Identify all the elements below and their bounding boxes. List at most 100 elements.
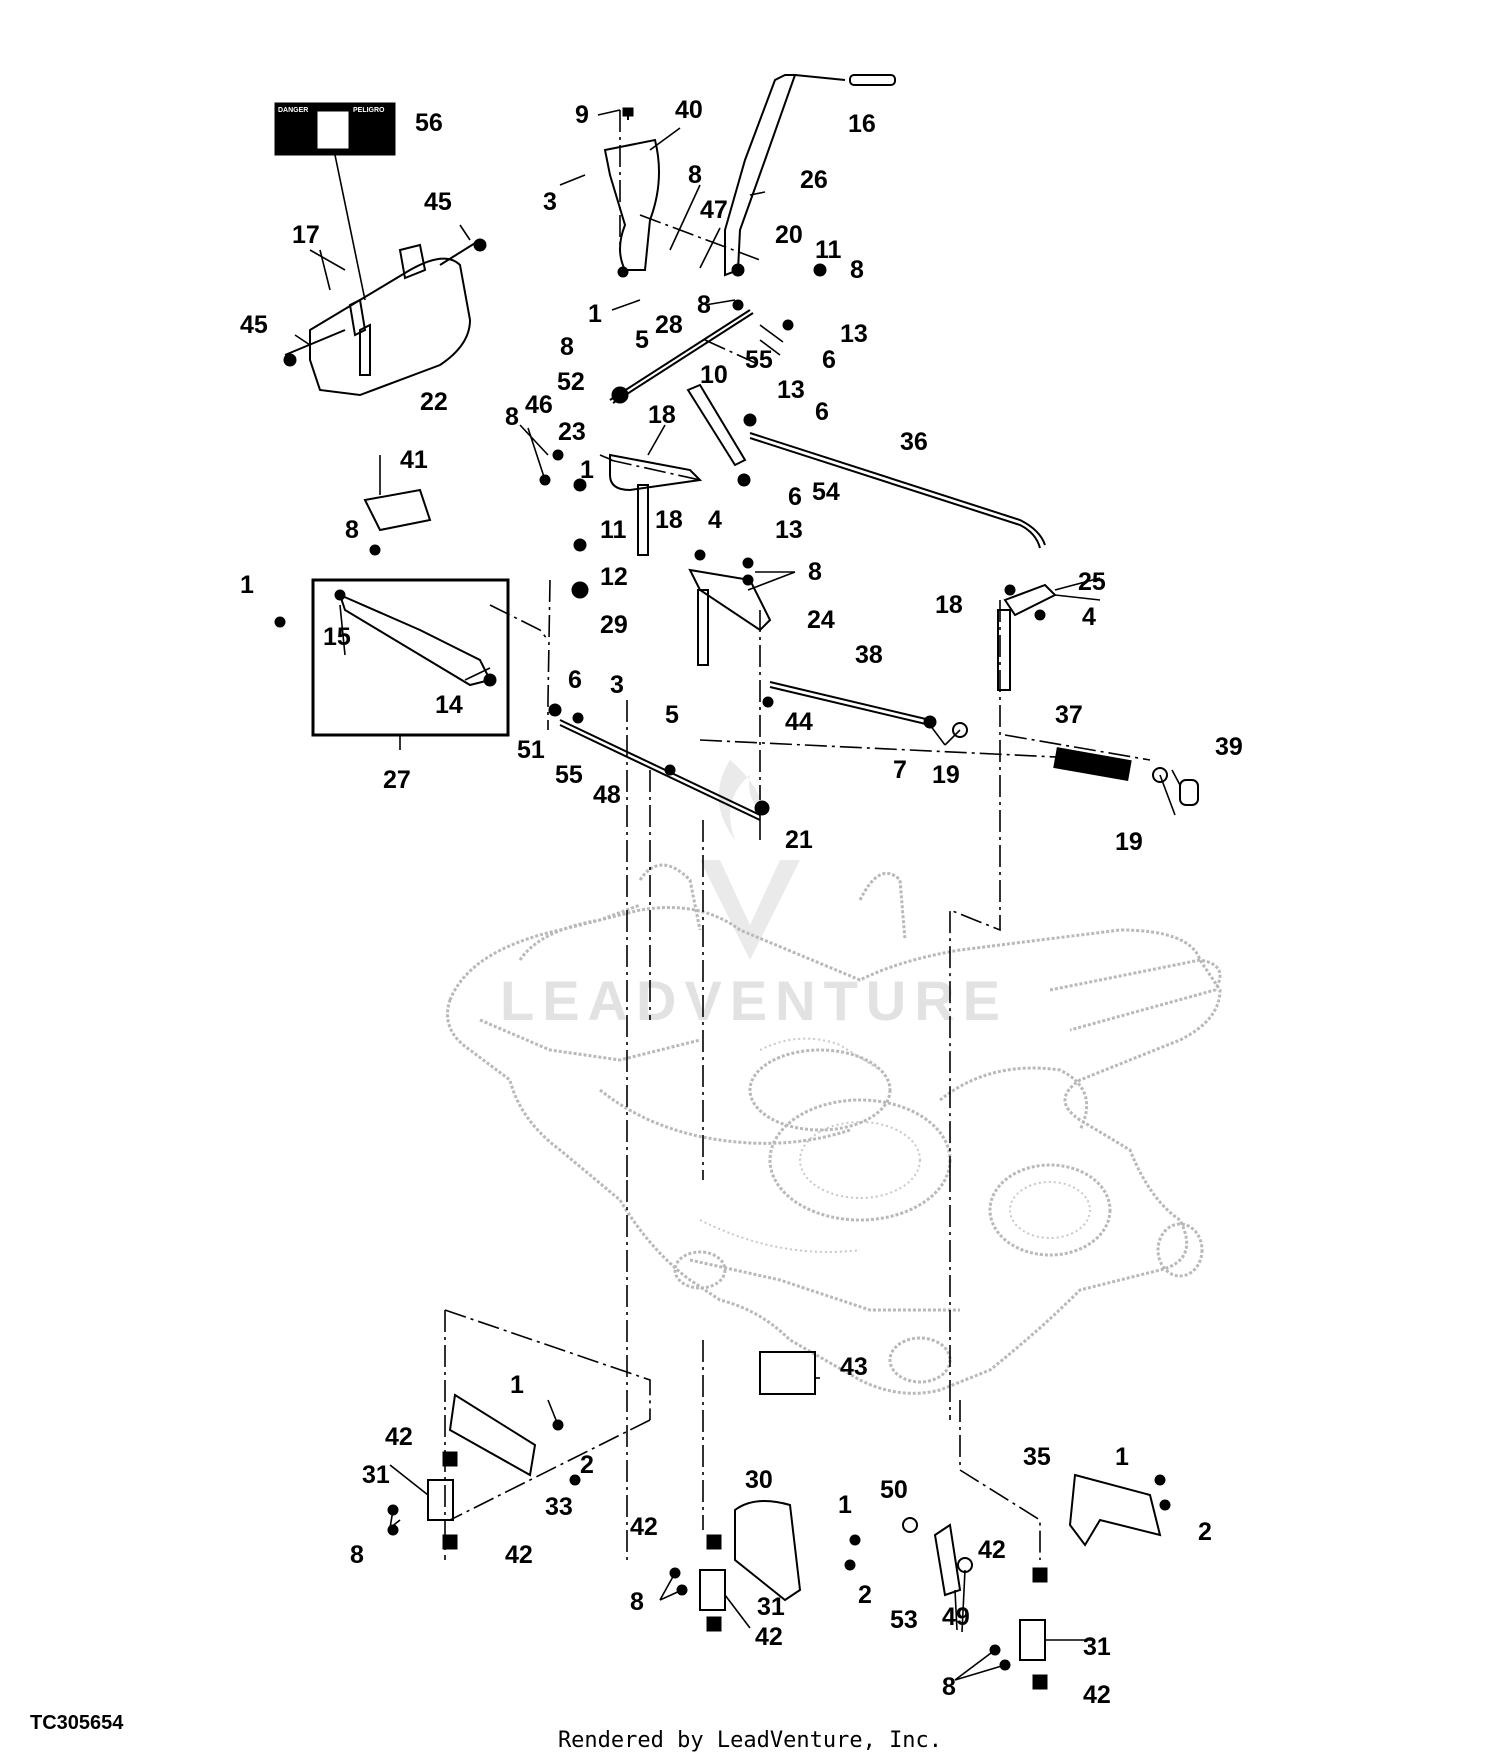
callout-8: 8 bbox=[345, 516, 359, 544]
leader-lines bbox=[294, 109, 1181, 1681]
callout-16: 16 bbox=[848, 110, 876, 138]
callout-1: 1 bbox=[580, 456, 594, 484]
callout-41: 41 bbox=[400, 446, 428, 474]
callout-42: 42 bbox=[385, 1423, 413, 1451]
callout-55: 55 bbox=[555, 761, 583, 789]
callout-4: 4 bbox=[1082, 603, 1096, 631]
callout-5: 5 bbox=[665, 701, 679, 729]
callout-21: 21 bbox=[785, 826, 813, 854]
callout-56: 56 bbox=[415, 109, 443, 137]
assembly-box bbox=[311, 578, 510, 737]
callout-8: 8 bbox=[697, 291, 711, 319]
callout-13: 13 bbox=[775, 516, 803, 544]
callout-9: 9 bbox=[575, 101, 589, 129]
callout-36: 36 bbox=[900, 428, 928, 456]
watermark-logo: LEADVENTURE bbox=[500, 760, 1008, 1032]
callout-2: 2 bbox=[1198, 1518, 1212, 1546]
callout-2: 2 bbox=[858, 1581, 872, 1609]
callout-55: 55 bbox=[745, 346, 773, 374]
render-credit: Rendered by LeadVenture, Inc. bbox=[557, 1728, 943, 1753]
mower-deck-ghost bbox=[446, 863, 1222, 1395]
callout-42: 42 bbox=[505, 1541, 533, 1569]
callout-42: 42 bbox=[755, 1623, 783, 1651]
callout-6: 6 bbox=[815, 398, 829, 426]
callout-49: 49 bbox=[942, 1603, 970, 1631]
callout-11: 11 bbox=[815, 236, 842, 264]
callout-52: 52 bbox=[557, 368, 585, 396]
callout-1: 1 bbox=[588, 300, 602, 328]
callout-48: 48 bbox=[593, 781, 621, 809]
callout-23: 23 bbox=[558, 418, 586, 446]
callout-15: 15 bbox=[323, 623, 351, 651]
svg-text:PELIGRO: PELIGRO bbox=[353, 107, 385, 114]
callout-46: 46 bbox=[525, 391, 553, 419]
figure-id: TC305654 bbox=[30, 1712, 124, 1734]
callout-40: 40 bbox=[675, 96, 703, 124]
callout-19: 19 bbox=[1115, 828, 1143, 856]
phantom-lines bbox=[444, 110, 1151, 1560]
callout-11: 11 bbox=[600, 516, 627, 544]
callout-18: 18 bbox=[648, 401, 676, 429]
callout-35: 35 bbox=[1023, 1443, 1051, 1471]
svg-text:DANGER: DANGER bbox=[278, 107, 308, 114]
callout-24: 24 bbox=[807, 606, 835, 634]
callout-30: 30 bbox=[745, 1466, 773, 1494]
callout-10: 10 bbox=[700, 361, 728, 389]
callout-18: 18 bbox=[935, 591, 963, 619]
callout-4: 4 bbox=[708, 506, 722, 534]
callout-42: 42 bbox=[978, 1536, 1006, 1564]
callout-14: 14 bbox=[435, 691, 463, 719]
callout-8: 8 bbox=[942, 1673, 956, 1701]
parts: DANGER PELIGRO bbox=[274, 74, 1199, 1690]
callout-18: 18 bbox=[655, 506, 683, 534]
callout-8: 8 bbox=[560, 333, 574, 361]
callout-47: 47 bbox=[700, 196, 728, 224]
watermark-text: LEADVENTURE bbox=[500, 969, 1008, 1032]
callout-8: 8 bbox=[350, 1541, 364, 1569]
callout-54: 54 bbox=[812, 478, 840, 506]
spring bbox=[1053, 747, 1132, 782]
callout-37: 37 bbox=[1055, 701, 1083, 729]
callout-3: 3 bbox=[610, 671, 624, 699]
callout-1: 1 bbox=[838, 1491, 852, 1519]
callout-51: 51 bbox=[517, 736, 545, 764]
callout-2: 2 bbox=[580, 1451, 594, 1479]
callout-8: 8 bbox=[630, 1588, 644, 1616]
callout-31: 31 bbox=[362, 1461, 390, 1489]
callout-45: 45 bbox=[424, 188, 452, 216]
callout-44: 44 bbox=[785, 708, 813, 736]
callout-28: 28 bbox=[655, 311, 683, 339]
callout-8: 8 bbox=[808, 558, 822, 586]
callout-1: 1 bbox=[1115, 1443, 1129, 1471]
callout-1: 1 bbox=[240, 571, 254, 599]
callout-6: 6 bbox=[568, 666, 582, 694]
callout-31: 31 bbox=[1083, 1633, 1111, 1661]
danger-decal: DANGER PELIGRO bbox=[274, 102, 396, 301]
callout-8: 8 bbox=[850, 256, 864, 284]
callout-17: 17 bbox=[292, 221, 320, 249]
callout-22: 22 bbox=[420, 388, 448, 416]
callout-31: 31 bbox=[757, 1593, 785, 1621]
callout-25: 25 bbox=[1078, 568, 1106, 596]
callout-45: 45 bbox=[240, 311, 268, 339]
callout-26: 26 bbox=[800, 166, 828, 194]
callout-19: 19 bbox=[932, 761, 960, 789]
callout-7: 7 bbox=[893, 756, 907, 784]
callout-50: 50 bbox=[880, 1476, 908, 1504]
callout-43: 43 bbox=[840, 1353, 868, 1381]
callout-8: 8 bbox=[688, 161, 702, 189]
callout-6: 6 bbox=[822, 346, 836, 374]
callout-38: 38 bbox=[855, 641, 883, 669]
callout-53: 53 bbox=[890, 1606, 918, 1634]
callout-12: 12 bbox=[600, 563, 628, 591]
callout-39: 39 bbox=[1215, 733, 1243, 761]
callout-42: 42 bbox=[1083, 1681, 1111, 1709]
callouts: 9 40 56 16 3 8 26 45 17 47 20 11 8 45 1 … bbox=[240, 96, 1243, 1709]
callout-27: 27 bbox=[383, 766, 411, 794]
callout-1: 1 bbox=[510, 1371, 524, 1399]
callout-3: 3 bbox=[543, 188, 557, 216]
callout-13: 13 bbox=[840, 320, 868, 348]
callout-6: 6 bbox=[788, 483, 802, 511]
callout-20: 20 bbox=[775, 221, 803, 249]
